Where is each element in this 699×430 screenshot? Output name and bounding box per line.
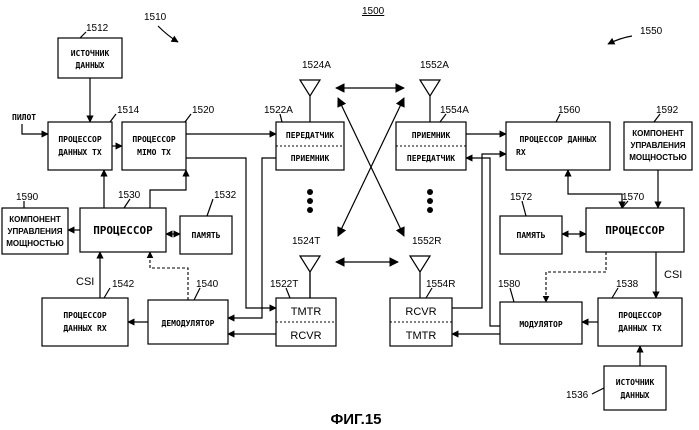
right-transceiver-r-ref: 1554R [426,279,455,290]
left-tx-processor-box [48,122,112,170]
right-tx-processor-ref: 1538 [616,279,639,290]
left-transceiver-1-rx: ПРИЕМНИК [291,154,330,163]
right-data-source-line2: ДАННЫХ [621,391,650,400]
left-data-source-line1: ИСТОЧНИК [71,49,110,58]
right-station-pointer [608,36,632,44]
left-transceiver-t-tmtr: TMTR [291,306,322,318]
right-antenna-1-ref: 1552A [420,60,449,71]
right-power-control-line2: УПРАВЛЕНИЯ [631,141,686,150]
left-tx-processor-ref: 1514 [117,105,140,116]
leader [207,199,213,216]
left-antenna-t-ref: 1524T [292,236,320,247]
left-csi-label: CSI [76,276,94,288]
left-tx-processor-line1: ПРОЦЕССОР [58,135,102,144]
right-data-source-box [604,366,666,410]
left-memory-ref: 1532 [214,190,237,201]
leader [510,288,514,302]
left-mimo-processor-ref: 1520 [192,105,215,116]
left-rx-processor-ref: 1542 [112,279,135,290]
left-station-pointer [158,26,178,42]
figure-caption: ФИГ.15 [330,411,381,428]
system-ref: 1500 [362,6,385,17]
left-mimo-processor-line2: MIMO TX [137,148,171,157]
right-antenna-1-icon [420,80,440,122]
right-rx-processor-ref: 1560 [558,105,581,116]
left-power-control-line1: КОМПОНЕНТ [9,215,61,224]
right-rx-processor-box [506,122,610,170]
leader [522,201,526,216]
leader [104,288,110,298]
leader [110,114,116,122]
right-modulator-label: МОДУЛЯТОР [519,320,563,329]
left-tx-processor-line2: ДАННЫХ TX [58,148,102,157]
right-memory-label: ПАМЯТЬ [517,231,546,240]
right-antenna-r-icon [410,256,430,298]
left-antenna-1-ref: 1524A [302,60,331,71]
wireless-links [336,88,404,262]
right-transceiver-1-tx: ПЕРЕДАТЧИК [407,154,455,163]
leader [185,114,191,122]
right-data-source-line1: ИСТОЧНИК [616,378,655,387]
left-rx-processor-line2: ДАННЫХ RX [63,324,107,333]
left-processor-label: ПРОЦЕССОР [93,224,153,237]
left-transceiver-1-ref: 1522A [264,105,293,116]
right-power-control-line1: КОМПОНЕНТ [632,129,684,138]
leader [80,32,86,38]
right-transceiver-1-ref: 1554A [440,105,469,116]
leader [592,388,604,394]
right-rx-processor-line1: ПРОЦЕССОР ДАННЫХ [519,135,596,144]
right-tx-processor-line2: ДАННЫХ TX [618,324,662,333]
right-transceiver-r-tmtr: TMTR [406,330,437,342]
left-transceiver-t-ref: 1522T [270,279,298,290]
pilot-arrow [22,124,48,134]
leader [612,288,618,298]
right-rx-processor-line2: RX [516,148,526,157]
right-ellipsis-dots [427,189,433,213]
right-station-ref: 1550 [640,26,663,37]
left-rx-processor-line1: ПРОЦЕССОР [63,311,107,320]
right-data-source-ref: 1536 [566,390,589,401]
right-transceiver-r-rcvr: RCVR [405,306,436,318]
left-ellipsis-dots [307,189,313,213]
right-processor-label: ПРОЦЕССОР [605,224,665,237]
left-rx-processor-box [42,298,128,346]
left-antenna-1-icon [300,80,320,122]
left-demodulator-label: ДЕМОДУЛЯТОР [162,319,215,328]
right-modulator-ref: 1580 [498,279,521,290]
left-data-source-line2: ДАННЫХ [76,61,105,70]
pilot-label: ПИЛОТ [12,113,36,122]
left-power-control-line2: УПРАВЛЕНИЯ [8,227,63,236]
right-csi-label: CSI [664,269,682,281]
left-transceiver-1-tx: ПЕРЕДАТЧИК [286,131,334,140]
right-transceiver-1-rx: ПРИЕМНИК [412,131,451,140]
left-data-source-ref: 1512 [86,23,109,34]
right-memory-ref: 1572 [510,192,533,203]
right-tx-processor-box [598,298,682,346]
left-power-control-line3: МОЩНОСТЬЮ [6,239,64,248]
left-mimo-processor-box [122,122,186,170]
right-tx-processor-line1: ПРОЦЕССОР [618,311,662,320]
left-mimo-processor-line1: ПРОЦЕССОР [132,135,176,144]
left-memory-label: ПАМЯТЬ [192,231,221,240]
right-antenna-r-ref: 1552R [412,236,441,247]
right-power-control-line3: МОЩНОСТЬЮ [629,153,687,162]
left-data-source-box [58,38,122,78]
right-processor-ref: 1570 [622,192,645,203]
left-transceiver-t-rcvr: RCVR [290,330,321,342]
left-power-control-ref: 1590 [16,192,39,203]
left-station-ref: 1510 [144,12,167,23]
